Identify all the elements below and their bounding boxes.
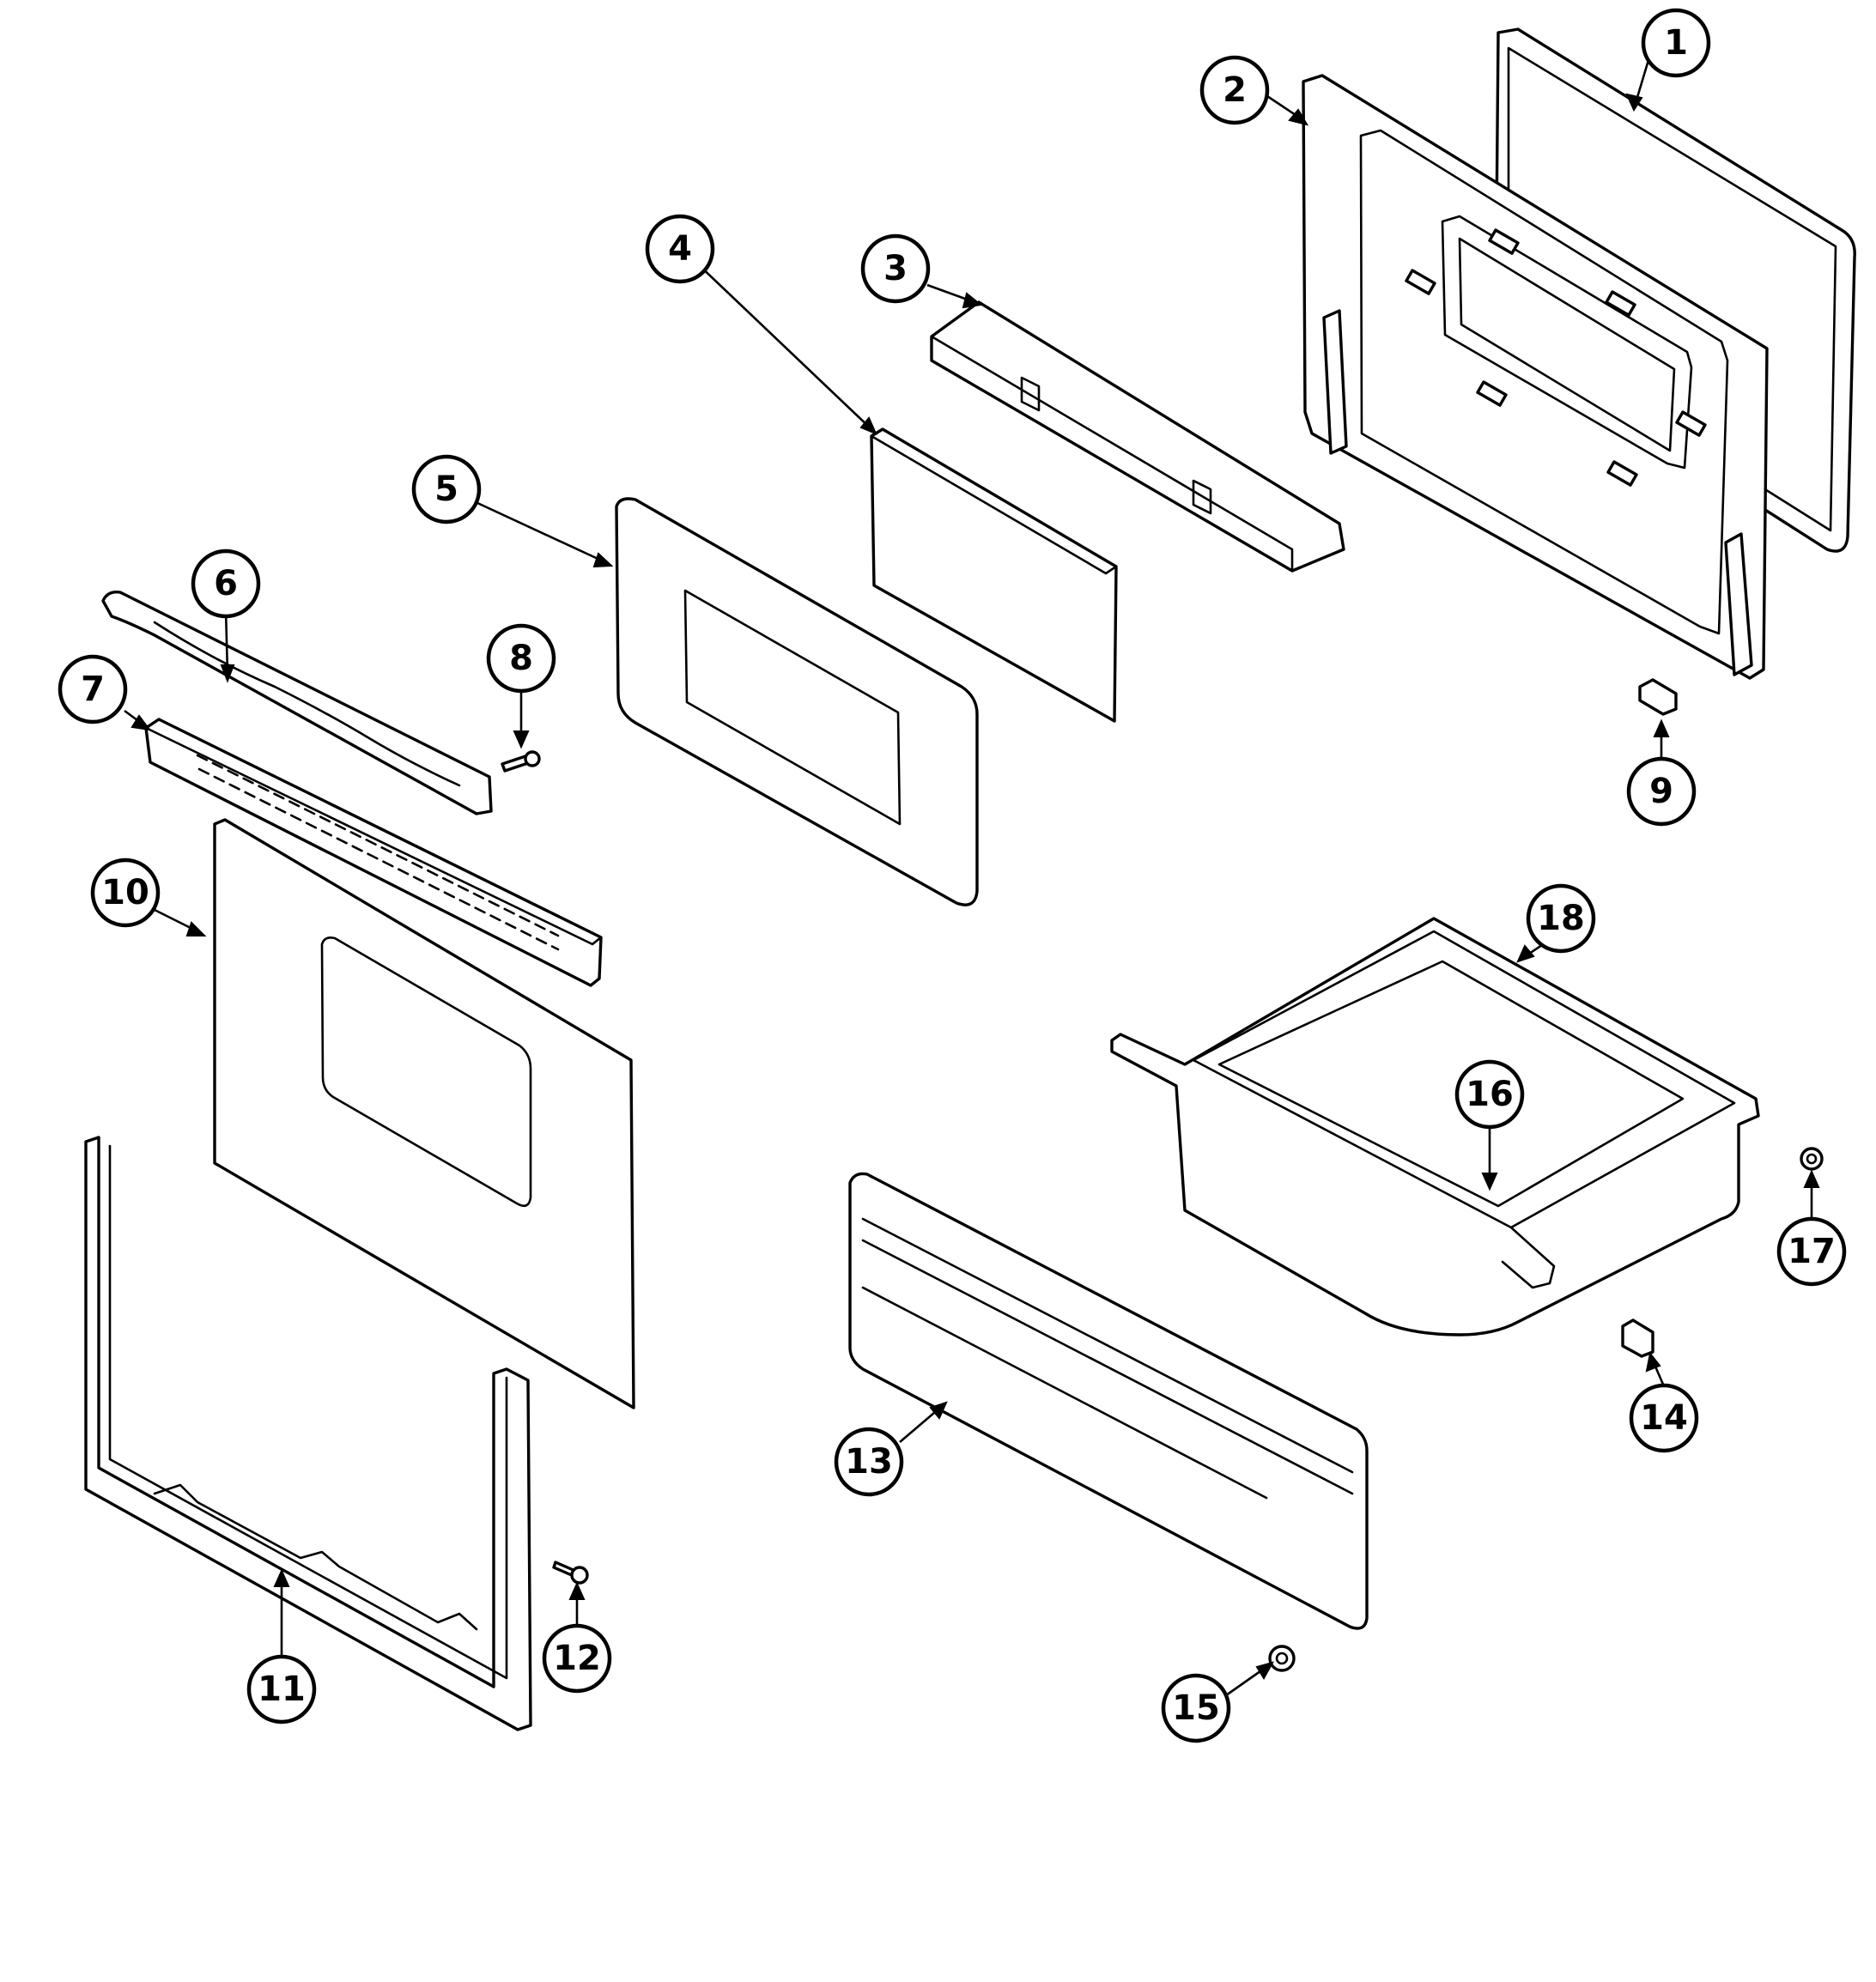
- callout-8: 8: [486, 623, 556, 694]
- part-15-nut: [1268, 1645, 1296, 1672]
- callout-label: 11: [258, 1670, 306, 1709]
- callout-label: 9: [1649, 772, 1673, 811]
- part-3-insulation-block: [930, 300, 1345, 573]
- part-6-door-handle: [101, 591, 493, 815]
- callout-label: 17: [1788, 1232, 1836, 1271]
- callout-label: 4: [668, 229, 692, 269]
- callout-1: 1: [1641, 8, 1711, 78]
- part-2-inner-door-liner: [1302, 74, 1769, 680]
- part-9-clip: [1638, 678, 1678, 716]
- part-18-drawer-tub: [1110, 917, 1760, 1336]
- callout-16: 16: [1454, 1059, 1525, 1130]
- part-17-nut: [1800, 1147, 1824, 1171]
- callout-label: 15: [1172, 1688, 1220, 1728]
- callout-9: 9: [1626, 756, 1697, 827]
- part-10-outer-door-panel: [213, 818, 635, 1409]
- part-8-screw: [501, 750, 541, 773]
- callout-label: 5: [434, 470, 458, 509]
- callout-2: 2: [1199, 55, 1270, 125]
- callout-label: 10: [101, 873, 149, 912]
- callout-label: 3: [883, 249, 908, 288]
- callout-3: 3: [860, 233, 931, 304]
- callout-6: 6: [191, 549, 261, 619]
- callout-18: 18: [1526, 883, 1596, 954]
- part-12-screw: [552, 1561, 589, 1585]
- part-5-window-frame: [615, 497, 979, 906]
- callout-11: 11: [246, 1654, 317, 1724]
- callout-15: 15: [1161, 1673, 1231, 1743]
- callout-label: 6: [214, 564, 238, 603]
- callout-label: 14: [1640, 1398, 1688, 1438]
- callout-7: 7: [58, 654, 128, 724]
- part-4-glass-panel: [870, 427, 1118, 723]
- callout-label: 7: [81, 670, 105, 709]
- callout-10: 10: [90, 858, 161, 928]
- callout-label: 1: [1664, 23, 1688, 63]
- part-7-vent-trim: [144, 718, 603, 987]
- callout-5: 5: [411, 454, 482, 524]
- part-13-drawer-front: [848, 1172, 1369, 1630]
- callout-14: 14: [1629, 1383, 1699, 1453]
- callout-label: 2: [1223, 70, 1247, 110]
- callout-label: 8: [509, 639, 533, 678]
- callout-12: 12: [542, 1623, 612, 1694]
- callout-label: 13: [845, 1442, 893, 1482]
- callout-label: 12: [553, 1639, 601, 1678]
- callout-label: 16: [1466, 1075, 1514, 1114]
- part-14-bracket: [1621, 1318, 1654, 1358]
- part-11-door-frame: [84, 1136, 532, 1731]
- callout-13: 13: [834, 1427, 904, 1497]
- leader-lines: [124, 59, 1820, 1697]
- callout-17: 17: [1776, 1216, 1847, 1287]
- callout-4: 4: [645, 214, 715, 284]
- callout-label: 18: [1537, 899, 1585, 938]
